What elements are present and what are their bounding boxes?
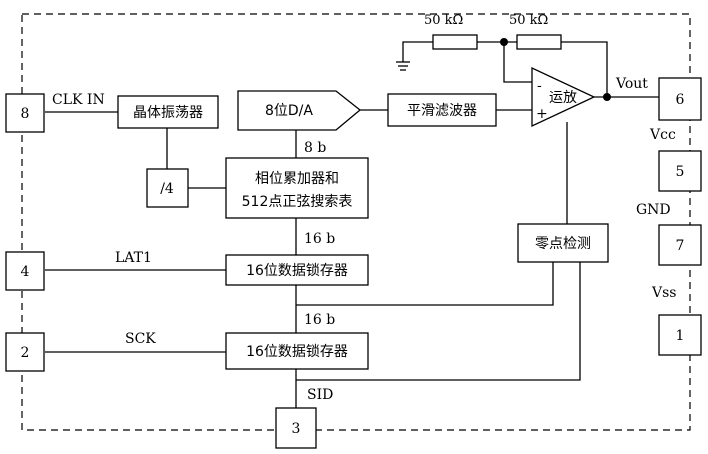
pin-4-label: LAT1 (115, 250, 152, 266)
dac-block (237, 90, 362, 131)
crystal-oscillator-label: 晶体振荡器 (133, 105, 203, 121)
latch-top-block (225, 254, 369, 286)
smoothing-filter-block (387, 93, 497, 127)
latch-bus-label: 16 b (304, 312, 335, 328)
pin-4 (5, 251, 45, 291)
latch-top-label: 16位数据锁存器 (246, 263, 348, 279)
zero-detect-block (517, 223, 609, 263)
pin-5-number: 5 (676, 164, 685, 180)
pin-6-label: Vout (615, 76, 648, 92)
latch-bottom-block (225, 332, 369, 370)
pin-8 (5, 93, 45, 133)
pin-2 (5, 332, 45, 372)
smoothing-filter-label: 平滑滤波器 (407, 102, 477, 119)
opamp-block (531, 66, 596, 128)
zero-detect-label: 零点检测 (535, 236, 591, 252)
crystal-oscillator-block (117, 95, 219, 129)
pin-2-number: 2 (21, 345, 30, 361)
resistor-r2 (516, 34, 562, 50)
wires (45, 41, 659, 408)
divider-label: /4 (160, 181, 174, 197)
accum-bus-label: 16 b (304, 231, 335, 247)
pin-2-label: SCK (125, 331, 156, 347)
latch-bottom-label: 16位数据锁存器 (246, 344, 348, 360)
junction-dot-output (603, 93, 611, 101)
resistor-r2-label: 50 kΩ (509, 13, 548, 28)
resistor-r1 (432, 34, 478, 50)
pin-4-number: 4 (21, 264, 30, 280)
pin-1 (658, 314, 702, 356)
divider-block (146, 168, 189, 208)
pin-6-number: 6 (676, 92, 685, 108)
pin-8-label: CLK IN (52, 92, 105, 108)
pin-7-number: 7 (676, 238, 685, 254)
pin-5-label: Vcc (649, 127, 676, 143)
pin-3-label: SID (307, 387, 333, 403)
opamp-plus-sign: + (536, 106, 548, 122)
phase-accumulator-label-2: 512点正弦搜索表 (242, 193, 353, 210)
pin-3-number: 3 (292, 421, 301, 437)
pin-5 (658, 150, 702, 192)
opamp-label: 运放 (549, 90, 577, 106)
dac-bus-label: 8 b (304, 140, 326, 156)
pin-1-label: Vss (651, 285, 676, 301)
pin-7-label: GND (636, 202, 671, 218)
dac-label: 8位D/A (265, 103, 313, 119)
phase-accumulator-label-1: 相位累加器和 (255, 171, 339, 187)
pin-7 (658, 224, 702, 266)
resistor-r1-label: 50 kΩ (424, 13, 463, 28)
opamp-minus-sign: - (537, 78, 542, 94)
pin-8-number: 8 (21, 106, 30, 122)
phase-accumulator-block (225, 157, 369, 219)
junction-dot-feedback (500, 38, 508, 46)
pin-3 (275, 407, 317, 449)
pin-1-number: 1 (676, 328, 685, 344)
chip-boundary (21, 13, 691, 431)
pin-6 (658, 77, 702, 121)
